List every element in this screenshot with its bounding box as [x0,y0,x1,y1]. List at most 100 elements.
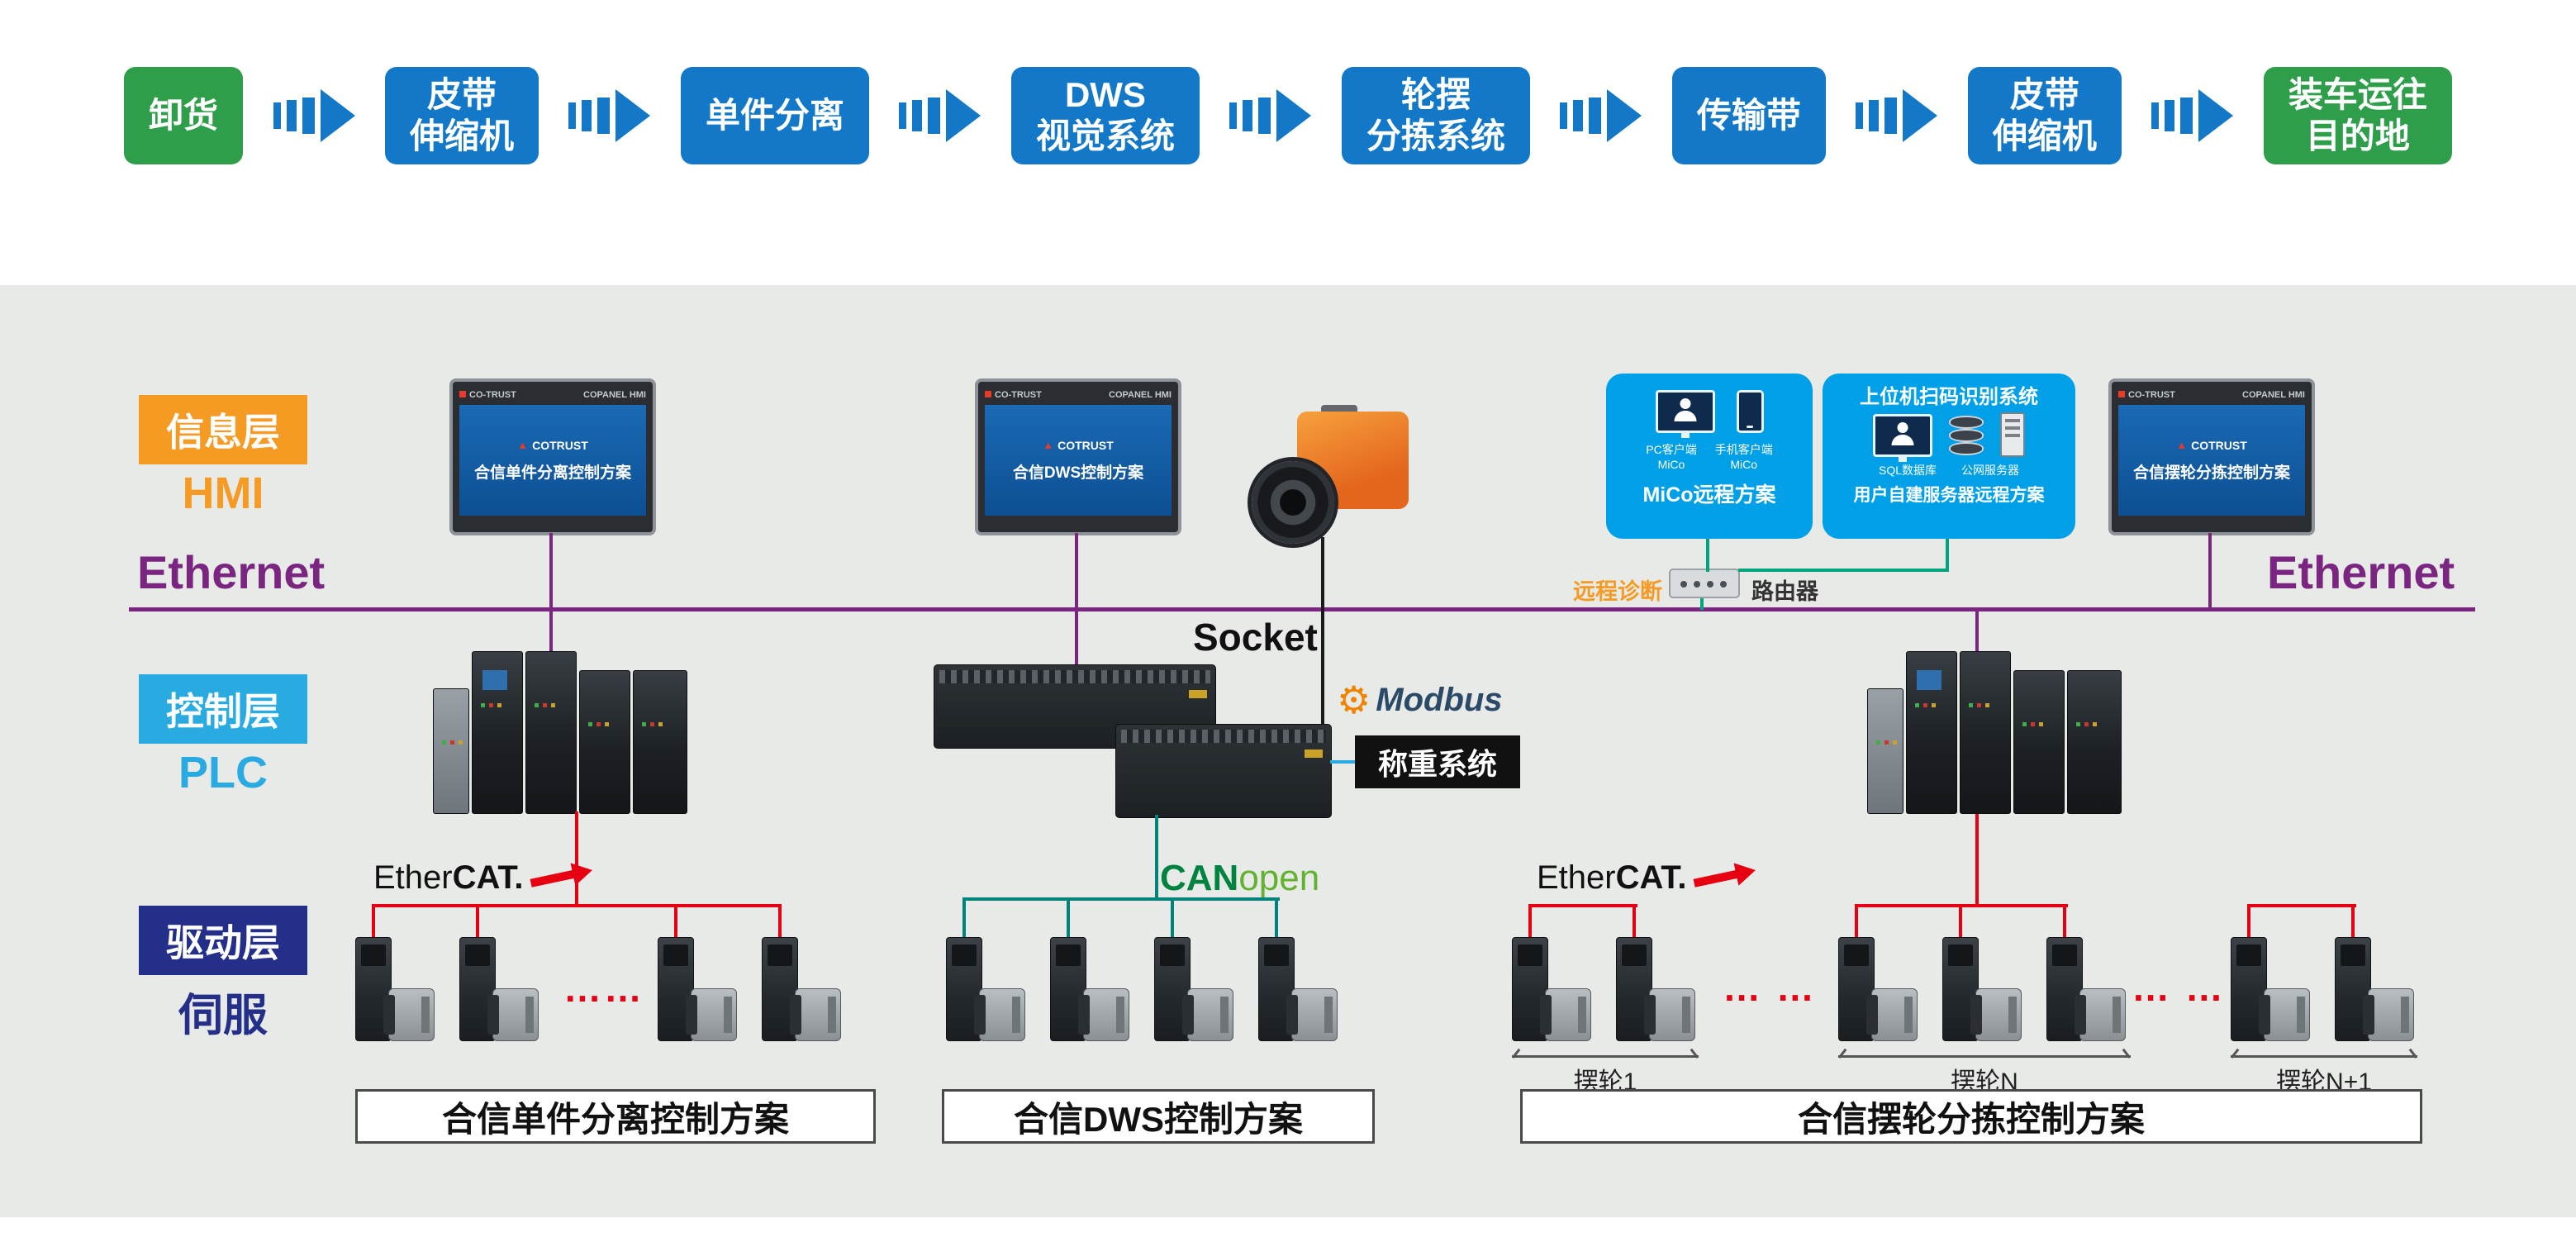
servo-drive-motor [946,935,1025,1041]
plc-io-module [633,670,687,814]
ethercat-tick [2063,904,2066,939]
camera-socket-line [1321,537,1324,726]
mobile-client-phone-icon [1736,390,1764,433]
plc-power-module [433,688,469,814]
servo-motor [1970,988,2022,1041]
hmi-model-label: COPANEL HMI [583,390,646,400]
servo-motor [2075,988,2126,1041]
servo-drive [658,937,694,1041]
flow-arrow-icon [1229,89,1312,142]
cotrust-logo: COTRUST [1043,439,1114,452]
hmi-model-label: COPANEL HMI [2242,390,2305,400]
ethercat-arrow-icon [1693,868,1740,887]
plc-io-module [579,670,630,814]
ethercat-tick [476,904,479,939]
ethercat-tick [1959,904,1962,939]
server-box-subtitle: 用户自建服务器远程方案 [1853,485,2045,505]
ethercat-word: CAT. [452,859,524,896]
ethernet-label-left: Ethernet [137,546,326,598]
servo-motor [1078,988,1129,1041]
servo-drive-motor [658,935,737,1041]
ethercat-word: Ether [1537,859,1616,896]
servo-motor [2363,988,2414,1041]
flow-step-unload: 卸货 [124,67,244,164]
servo-drive [2046,937,2083,1041]
flow-arrow-icon [1560,89,1642,142]
hmi-screen: COTRUST 合信单件分离控制方案 [459,405,646,516]
servo-group-wheel-1 [1512,935,1695,1041]
server-to-router-line [1946,539,1949,572]
ethernet-bus-line [129,607,2475,611]
servo-motor [686,988,737,1041]
canopen-tick [1275,897,1278,937]
modbus-label: Modbus [1376,681,1503,718]
hmi-to-plc-line [1075,533,1078,667]
servo-drive-motor [1512,935,1591,1041]
plc-io-module [1960,651,2011,814]
ethercat-tick [1855,904,1858,939]
wheel-bracket [1512,1046,1699,1058]
sql-database-label: SQL数据库 [1878,464,1937,477]
hmi-screen: COTRUST 合信摆轮分拣控制方案 [2118,405,2305,516]
flow-arrow-icon [899,89,981,142]
solution-box-dws: 合信DWS控制方案 [942,1089,1375,1144]
weighing-link-line [1330,760,1358,764]
solution-box-wheel-sorter: 合信摆轮分拣控制方案 [1520,1089,2422,1144]
mico-remote-box: PC客户端 MiCo 手机客户端 MiCo MiCo远程方案 [1606,374,1813,539]
flow-step-wheel-sorter: 轮摆 分拣系统 [1341,67,1530,164]
servo-drive-motor [1838,935,1918,1041]
router-to-bus-line [1700,598,1704,610]
flow-step-singulation: 单件分离 [680,67,869,164]
hmi-screen-title: 合信单件分离控制方案 [473,464,631,482]
layer-sub-plc: PLC [178,748,268,797]
servo-group-dws [946,935,1338,1041]
ethercat-bus-line [372,904,782,907]
wheel-bracket [2231,1046,2417,1058]
servo-drive-motor [762,935,841,1041]
mico-title: MiCo远程方案 [1642,483,1776,507]
public-server-icon [2000,412,2025,457]
flow-arrow-icon [568,89,651,142]
flow-step-telescopic-belt-2: 皮带 伸缩机 [1967,67,2122,164]
process-flow: 卸货 皮带 伸缩机 单件分离 DWS 视觉系统 轮摆 分拣系统 传输带 皮带 伸… [124,59,2452,172]
servo-drive-motor [1942,935,2022,1041]
canopen-logo: CANopen [1160,858,1319,899]
pc-client-label: PC客户端 MiCo [1646,443,1697,471]
camera-lens-icon [1252,461,1334,544]
cotrust-logo: COTRUST [2176,439,2247,452]
mico-to-router-line [1706,539,1709,572]
servo-group-wheel-n1 [2231,935,2414,1041]
servo-motor [383,988,435,1041]
hmi-model-label: COPANEL HMI [1109,390,1172,400]
wheel-bracket [1838,1046,2131,1058]
cotrust-logo: COTRUST [517,439,588,452]
hmi-to-bus-line [2208,533,2212,609]
hmi-screen: COTRUST 合信DWS控制方案 [985,405,1172,516]
hmi-brand-label: CO-TRUST [985,390,1042,400]
ethercat-tick [1633,904,1636,939]
ethercat-word: CAT. [1615,859,1687,896]
canopen-tick [962,897,966,937]
servo-drive-motor [2335,935,2414,1041]
servo-motor [487,988,539,1041]
remote-diagnosis-label: 远程诊断 [1573,579,1662,604]
weighing-system-box: 称重系统 [1355,735,1520,788]
flow-step-load-truck: 装车运往 目的地 [2263,67,2452,164]
canopen-word: CAN [1160,858,1239,898]
flow-arrow-icon [1856,89,1938,142]
servo-motor [1286,988,1338,1041]
flow-arrow-icon [273,89,355,142]
servo-drive-motor [355,935,435,1041]
servo-motor [1540,988,1591,1041]
industrial-camera [1252,405,1413,545]
ethercat-arrow-icon [530,868,577,887]
ethercat-tick [2351,904,2355,939]
servo-motor [1866,988,1918,1041]
ethercat-tick [674,904,677,939]
ethercat-tick [778,904,782,939]
plc-cpu-module [1906,651,1957,814]
